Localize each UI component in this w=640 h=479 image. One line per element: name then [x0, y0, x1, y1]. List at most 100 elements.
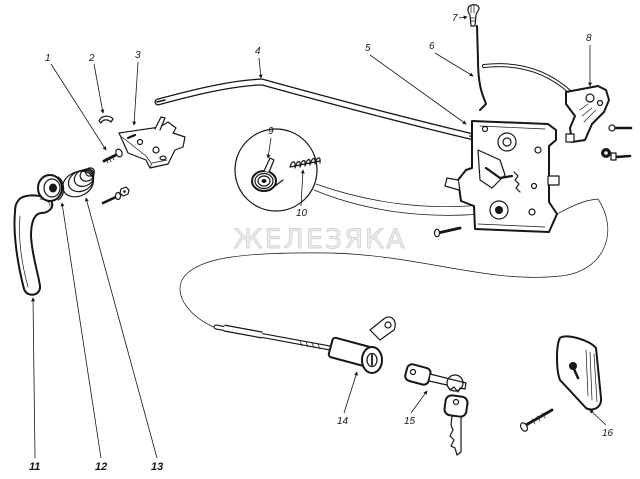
- leader-12: [60, 202, 102, 459]
- screw-1-thread: [105, 154, 115, 164]
- lock-side-bracket: [444, 177, 460, 191]
- rod-fill: [155, 79, 481, 141]
- escutcheon-screw-shank: [524, 408, 554, 427]
- lock-boss-bottom-center: [495, 206, 503, 214]
- leader-10: [300, 169, 305, 207]
- callout-1: 1: [45, 53, 51, 64]
- escutcheon-screw-head: [519, 422, 529, 432]
- button-body: [467, 4, 480, 27]
- escutcheon-body: [556, 335, 603, 411]
- bracket-pin: [126, 133, 137, 140]
- coil-spring-part-10: [289, 157, 321, 169]
- rosette: [37, 174, 65, 202]
- leader-13: [84, 197, 158, 459]
- rosette-inner-ring: [43, 178, 61, 198]
- inner-handle-hole-1: [585, 93, 595, 103]
- leader-6: [434, 52, 474, 77]
- leader-4: [258, 57, 263, 79]
- callout-4: 4: [255, 46, 261, 57]
- inner-handle-hatching: [579, 103, 597, 123]
- leader-3: [132, 61, 139, 126]
- callout-7: 7: [452, 13, 458, 24]
- handle-screw-1-head: [608, 124, 616, 132]
- leader-11: [31, 297, 36, 459]
- connecting-rod-part-4: [154, 78, 482, 142]
- cylinder-sleeve-fill: [223, 325, 263, 338]
- coil-spring-turns: [289, 157, 321, 169]
- escutcheon-part-16: [556, 335, 603, 411]
- bracket-hole-1: [136, 138, 144, 146]
- button-hatching: [470, 4, 476, 22]
- callout-15: 15: [404, 416, 416, 427]
- key-2-hole: [452, 398, 460, 406]
- callout-5: 5: [365, 43, 371, 54]
- inset-pointer-line-2: [313, 189, 483, 216]
- callout-13: 13: [151, 461, 163, 473]
- detail-inset: [234, 128, 321, 212]
- small-screw-a: [101, 191, 122, 205]
- bracket-hole-2: [152, 146, 160, 154]
- keys-part-15: [404, 363, 469, 456]
- callout-14: 14: [337, 416, 349, 427]
- callout-10: 10: [296, 208, 308, 219]
- lock-rod-part-6: [476, 25, 487, 111]
- callout-labels: 1 2 3 4 5 6 7 8 9 10 11 12 13 14 15 16: [29, 13, 614, 473]
- clip-part-2: [98, 115, 114, 124]
- spring-coil-4: [79, 168, 95, 182]
- lock-spring-bar: [484, 166, 514, 180]
- key-2-head: [443, 394, 469, 418]
- key-2-blade: [449, 415, 462, 456]
- screw-part-1: [102, 148, 123, 164]
- rosette-center: [49, 183, 57, 193]
- coil-spring-axis: [289, 160, 321, 168]
- escutcheon-hatching: [585, 349, 598, 403]
- leader-5: [369, 54, 467, 125]
- bracket-edge: [121, 136, 168, 169]
- nut-hole: [123, 190, 126, 193]
- lock-mount-screw: [433, 226, 462, 238]
- bracket-plate: [118, 121, 186, 169]
- leader-15: [410, 390, 428, 414]
- lock-cylinder-part-14: [213, 316, 396, 374]
- callout-2: 2: [88, 53, 95, 64]
- inner-handle-body: [565, 85, 610, 143]
- cylinder-cam-lever: [369, 316, 396, 341]
- screw-1-head: [115, 148, 123, 158]
- torsion-spring-part-9: [251, 157, 284, 192]
- torsion-coil-mid: [254, 172, 274, 190]
- screw-1-shank: [102, 153, 118, 163]
- lock-latch-bolt: [547, 175, 560, 186]
- inset-pointer-line-1: [315, 183, 481, 208]
- lock-button-part-7: [467, 4, 480, 27]
- cone-spring: [62, 167, 96, 198]
- leader-16: [589, 409, 607, 426]
- key-1-hole: [409, 368, 417, 376]
- cylinder-rod-knurl: [299, 340, 321, 350]
- torsion-coil-inner: [257, 175, 271, 187]
- inner-handle-part-8: [565, 85, 610, 143]
- lock-screw-shank: [436, 226, 462, 235]
- callout-12: 12: [95, 461, 107, 473]
- torsion-tab: [263, 157, 275, 173]
- leader-14: [343, 371, 358, 414]
- callout-9: 9: [268, 126, 274, 137]
- inner-handle-screw-2: [610, 152, 632, 161]
- escutcheon-screw-thread: [531, 412, 546, 425]
- torsion-coil-center: [261, 179, 267, 183]
- lock-mechanism-part-5: [444, 120, 560, 233]
- spring-coil-5: [84, 167, 96, 177]
- inner-handle-washer: [601, 148, 611, 158]
- lock-gear-teeth: [513, 171, 521, 193]
- torsion-arm: [274, 179, 284, 187]
- leader-1: [50, 63, 107, 151]
- link-rod-fill: [483, 64, 571, 93]
- callout-3: 3: [135, 50, 141, 61]
- small-nut: [119, 186, 130, 197]
- cylinder-cam-hole: [384, 321, 392, 329]
- handle-screw-2-shank: [614, 154, 632, 159]
- lock-hole-2: [534, 146, 542, 154]
- lock-boss-top: [497, 132, 517, 152]
- screw-a-shank: [101, 195, 118, 205]
